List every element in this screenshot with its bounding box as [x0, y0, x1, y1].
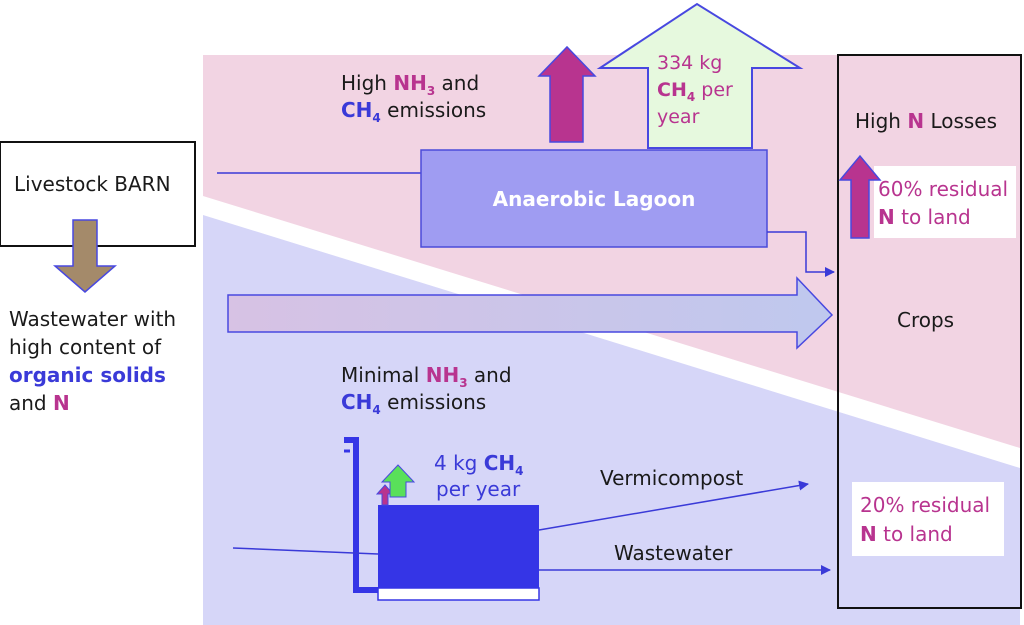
- vermi-pipe-outer: [344, 437, 378, 593]
- nh3-text: NH3: [393, 71, 436, 98]
- residual-60-line2: N to land: [878, 205, 971, 229]
- ch4-334-line2: CH4 per: [657, 77, 733, 110]
- minimal-emissions-line1: Minimal NH3 and: [341, 363, 512, 390]
- n-text: N: [53, 391, 70, 415]
- ch4-334-year: year: [657, 106, 700, 128]
- barn-label: Livestock BARN: [14, 172, 171, 196]
- vermicompost-unit-base: [377, 587, 540, 601]
- ch4-text: CH4: [341, 98, 381, 125]
- brown-down-arrow: [52, 219, 118, 293]
- ch4-334-amount: 334 kg: [657, 52, 723, 74]
- high-emissions-line2: CH4 emissions: [341, 97, 486, 131]
- emissions-text: emissions: [387, 98, 487, 122]
- pink-region: [203, 55, 1020, 448]
- wastewater-out-label: Wastewater: [614, 541, 733, 565]
- residual-60-box: [874, 166, 1016, 238]
- crops-label: Crops: [897, 308, 955, 332]
- vermicompost-label: Vermicompost: [600, 466, 744, 490]
- ch4-334-per: per: [701, 79, 733, 101]
- ch4-small-arrow: [380, 464, 416, 498]
- residual-20-line2: N to land: [860, 522, 953, 546]
- crops-box: [837, 54, 1022, 609]
- wastewater-flow-arrow: [227, 276, 834, 350]
- vermi-inflow-line: [232, 547, 379, 555]
- residual-20-box: [852, 482, 1004, 556]
- ch4-emission-arrow-large: [596, 2, 804, 149]
- and-text: and: [441, 71, 480, 95]
- ch4-4kg-line1: 4 kg CH4: [434, 451, 524, 478]
- high-emissions-line1: High NH3 and: [341, 70, 479, 104]
- ch4-334-ch: CH4: [657, 79, 696, 104]
- nh3-emission-arrow: [537, 45, 597, 143]
- residual-20-line1: 20% residual: [860, 493, 991, 517]
- anaerobic-lagoon-box: [420, 149, 768, 248]
- wastewater-in-line1: Wastewater with: [9, 307, 177, 331]
- wastewater-in-line4: and N: [9, 390, 70, 416]
- n-loss-arrow: [838, 154, 882, 239]
- vermicompost-arrow: [538, 480, 809, 531]
- vermicompost-unit-box: [378, 505, 539, 590]
- lagoon-label: Anaerobic Lagoon: [492, 187, 696, 211]
- ch4-4kg-line2: per year: [436, 477, 521, 501]
- high-text: High: [341, 71, 387, 95]
- and-text: and: [9, 391, 47, 415]
- lagoon-to-crops-line: [767, 231, 835, 277]
- minimal-emissions-line2: CH4 emissions: [341, 390, 487, 417]
- wastewater-in-line2: high content of: [9, 335, 162, 359]
- high-n-losses: High N Losses: [855, 109, 998, 133]
- residual-60-line1: 60% residual: [878, 177, 1009, 201]
- nh3-small-arrow: [375, 484, 395, 506]
- organic-solids-label: organic solids: [9, 363, 166, 387]
